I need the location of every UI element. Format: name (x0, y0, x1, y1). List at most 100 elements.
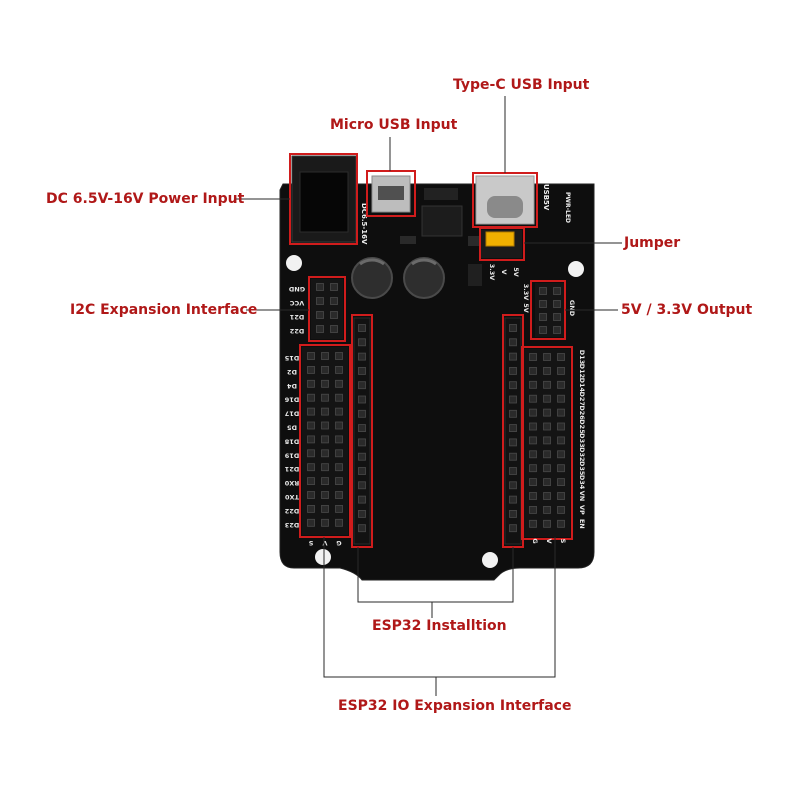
i2c-pin-label: D22 (290, 327, 304, 335)
output-pin (553, 313, 561, 321)
i2c-pin (330, 311, 338, 319)
io-header-left-highlight (299, 344, 351, 538)
socket-pin (509, 467, 517, 475)
io-pin (529, 492, 537, 500)
io-pin (543, 436, 551, 445)
io-pin (529, 380, 537, 389)
io-pin (529, 422, 537, 431)
jumper-pin-label: V (500, 269, 508, 274)
io-pin (557, 478, 565, 487)
chip (424, 188, 458, 200)
output-pin (539, 300, 547, 308)
io-pin (335, 518, 343, 527)
io-pin (335, 352, 343, 360)
mounting-hole (286, 255, 302, 271)
callout-jumper: Jumper (624, 235, 681, 251)
callout-i2c: I2C Expansion Interface (70, 302, 258, 318)
io-left-pin-label: D18 (284, 437, 299, 445)
io-pin (307, 518, 315, 527)
output-pin (553, 287, 561, 295)
io-right-header-label: G (531, 538, 539, 543)
io-pin (529, 366, 537, 375)
io-pin (543, 464, 551, 473)
capacitor-mark (411, 258, 437, 266)
io-pin (557, 366, 565, 375)
output-pin-label: 3.3V (522, 284, 530, 301)
socket-pin (358, 524, 366, 533)
io-pin (335, 407, 343, 416)
io-left-header-label: V (322, 539, 327, 547)
i2c-pin (316, 297, 324, 305)
io-pin (321, 379, 329, 388)
io-pin (307, 449, 315, 458)
io-header-right-highlight (521, 346, 573, 540)
dc-jack-opening (299, 171, 349, 233)
socket-pin (358, 481, 366, 490)
socket-pin (358, 509, 366, 518)
io-pin (307, 463, 315, 472)
io-right-pin-label: D26 (578, 405, 586, 420)
output-pin (539, 326, 547, 334)
io-header-pins (307, 352, 565, 528)
callout-esp32-install: ESP32 Installtion (372, 618, 507, 634)
output-pin (539, 313, 547, 321)
io-pin (321, 407, 329, 416)
socket-pin (358, 409, 366, 418)
esp32-socket-holes (358, 324, 517, 533)
io-pin (321, 491, 329, 499)
capacitor (403, 257, 445, 299)
io-right-pin-label: D34 (578, 475, 586, 490)
output-pin (553, 326, 561, 334)
io-pin (557, 422, 565, 431)
i2c-highlight (308, 276, 346, 342)
io-left-pin-label: D15 (284, 354, 299, 362)
io-right-header-label: S (559, 539, 567, 544)
io-pin (543, 353, 551, 361)
callout-esp32-io: ESP32 IO Expansion Interface (338, 698, 572, 714)
socket-pin (358, 352, 366, 361)
socket-pin (509, 524, 517, 533)
i2c-pin-label: GND (288, 285, 305, 293)
io-pin (307, 365, 315, 374)
socket-pin (509, 424, 517, 433)
socket-pin (358, 438, 366, 447)
io-pin (335, 504, 343, 513)
io-right-pin-label: D14 (578, 378, 586, 393)
io-left-pin-label: D16 (284, 396, 299, 404)
leader-esp32-install (357, 547, 514, 603)
i2c-pin-label: D21 (289, 313, 304, 321)
jumper-pin-label: 5V (512, 267, 520, 277)
socket-pin (509, 481, 517, 490)
io-pin (543, 366, 551, 375)
io-pin (557, 505, 565, 514)
io-pin (307, 421, 315, 430)
io-pin (321, 352, 329, 360)
socket-pin (358, 381, 366, 390)
io-pin (321, 365, 329, 374)
mounting-hole (568, 261, 584, 277)
io-pin (321, 449, 329, 458)
io-pin (321, 421, 329, 430)
io-pin (529, 436, 537, 445)
io-pin (529, 408, 537, 417)
socket-pin (358, 467, 366, 475)
io-pin (543, 450, 551, 459)
io-right-pin-label: D12 (578, 364, 586, 378)
jumper-highlight (479, 227, 525, 261)
io-pin (335, 435, 343, 444)
io-pin (307, 379, 315, 388)
micro-usb-opening (378, 186, 404, 200)
io-pin (557, 436, 565, 445)
socket-pin (509, 338, 517, 347)
socket-pin (358, 395, 366, 404)
io-left-pin-label: D22 (285, 507, 299, 515)
io-pin (335, 421, 343, 430)
io-left-pin-label: D19 (284, 451, 299, 459)
i2c-pin (316, 325, 324, 333)
io-left-pin-label: RX0 (284, 479, 299, 487)
io-pin (557, 408, 565, 417)
